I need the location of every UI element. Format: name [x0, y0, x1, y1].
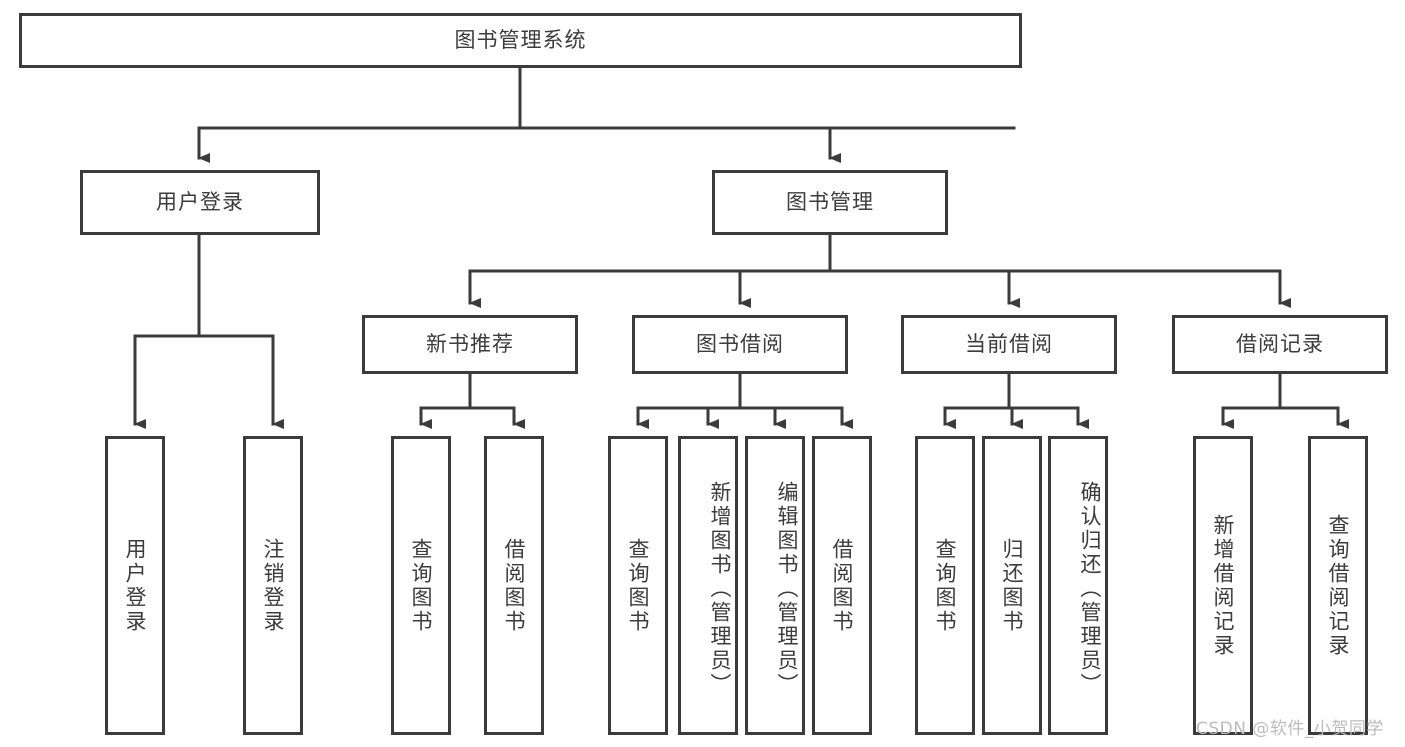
leaf-user-login-label: 用户登录	[123, 537, 147, 634]
node-book-manage[interactable]: 图书管理	[712, 170, 948, 235]
leaf-query-record-label: 查询借阅记录	[1326, 513, 1350, 658]
watermark: CSDN @软件_小贺同学	[1196, 719, 1384, 739]
node-root-label: 图书管理系统	[454, 27, 587, 52]
leaf-borrow-book-2-label: 借阅图书	[830, 537, 854, 634]
leaf-add-record[interactable]: 新增借阅记录	[1193, 436, 1253, 735]
leaf-query-book-1[interactable]: 查询图书	[391, 436, 451, 735]
leaf-borrow-book-2[interactable]: 借阅图书	[812, 436, 872, 735]
node-root[interactable]: 图书管理系统	[19, 13, 1022, 68]
node-new-book-rec[interactable]: 新书推荐	[362, 315, 578, 374]
leaf-query-record[interactable]: 查询借阅记录	[1308, 436, 1368, 735]
leaf-query-book-2[interactable]: 查询图书	[608, 436, 668, 735]
node-current-borrow-label: 当前借阅	[965, 331, 1053, 356]
leaf-user-logout[interactable]: 注销登录	[243, 436, 303, 735]
leaf-add-book[interactable]: 新增图书（管理员）	[678, 436, 738, 735]
node-book-manage-label: 图书管理	[786, 189, 874, 214]
leaf-confirm-return-label: 确认归还（管理员）	[1078, 480, 1102, 697]
leaf-confirm-return[interactable]: 确认归还（管理员）	[1048, 436, 1108, 735]
leaf-query-book-2-label: 查询图书	[626, 537, 650, 634]
node-user-login[interactable]: 用户登录	[80, 170, 320, 235]
leaf-return-book[interactable]: 归还图书	[982, 436, 1042, 735]
leaf-user-login[interactable]: 用户登录	[105, 436, 165, 735]
leaf-query-book-3-label: 查询图书	[933, 537, 957, 634]
node-book-borrow[interactable]: 图书借阅	[632, 315, 848, 374]
node-new-book-rec-label: 新书推荐	[426, 331, 514, 356]
leaf-user-logout-label: 注销登录	[261, 537, 285, 634]
node-user-login-label: 用户登录	[156, 189, 244, 214]
leaf-borrow-book-1[interactable]: 借阅图书	[484, 436, 544, 735]
node-current-borrow[interactable]: 当前借阅	[901, 315, 1117, 374]
node-borrow-record-label: 借阅记录	[1236, 331, 1324, 356]
node-borrow-record[interactable]: 借阅记录	[1172, 315, 1388, 374]
leaf-borrow-book-1-label: 借阅图书	[502, 537, 526, 634]
leaf-add-book-label: 新增图书（管理员）	[708, 480, 732, 697]
node-book-borrow-label: 图书借阅	[696, 331, 784, 356]
leaf-add-record-label: 新增借阅记录	[1211, 513, 1235, 658]
leaf-edit-book[interactable]: 编辑图书（管理员）	[745, 436, 805, 735]
leaf-return-book-label: 归还图书	[1000, 537, 1024, 634]
leaf-edit-book-label: 编辑图书（管理员）	[775, 480, 799, 697]
leaf-query-book-3[interactable]: 查询图书	[915, 436, 975, 735]
leaf-query-book-1-label: 查询图书	[409, 537, 433, 634]
